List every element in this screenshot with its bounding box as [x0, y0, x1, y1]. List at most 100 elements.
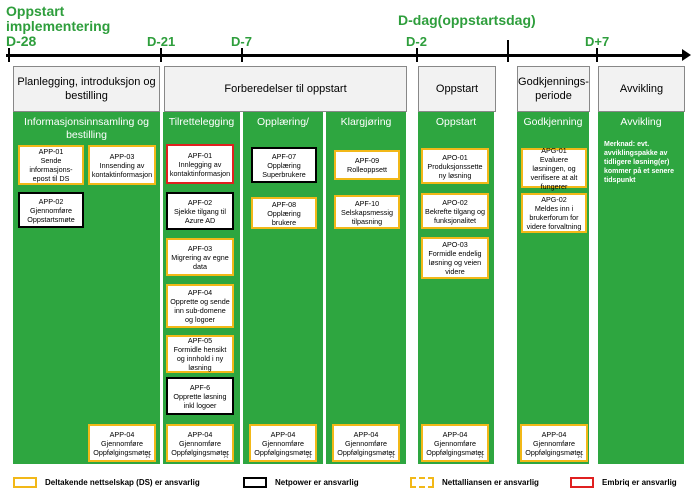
- milestone-d21: D-21: [147, 34, 176, 49]
- card-apf04[interactable]: APF-04 Opprette og sende inn sub-domene …: [166, 284, 234, 328]
- phase-planning: Planlegging, introduksjon og bestilling: [13, 66, 160, 112]
- tick-d28: [8, 48, 10, 62]
- milestone-d7: D-7: [231, 34, 252, 49]
- legend-em-swatch: [570, 477, 594, 488]
- card-app04-oppstart-text: Gjennomføre Oppfølgingsmøter: [426, 438, 484, 457]
- card-app03-text: Innsending av kontaktinformasjon: [91, 160, 153, 179]
- legend-nl-label: Nettalliansen er ansvarlig: [442, 478, 539, 487]
- phase-planning-label: Planlegging, introduksjon og bestilling: [17, 76, 156, 102]
- card-app03[interactable]: APP-03 Innsending av kontaktinformasjon: [88, 145, 156, 185]
- card-apg02[interactable]: APG-02 Meldes inn i brukerforum for vide…: [521, 193, 587, 233]
- card-app02-id: APP-02: [38, 196, 64, 206]
- phase-preparation-label: Forberedelser til oppstart: [224, 83, 347, 95]
- card-app04-godkjenning[interactable]: APP-04 Gjennomføre Oppfølgingsmøter ☆: [520, 424, 588, 462]
- card-app04-klargjoring-text: Gjennomføre Oppfølgingsmøter: [337, 438, 395, 457]
- card-app04-godkjenning-text: Gjennomføre Oppfølgingsmøter: [525, 438, 583, 457]
- timeline-axis: [6, 54, 686, 57]
- card-apf04-text: Opprette og sende inn sub-domene og logo…: [170, 297, 230, 324]
- card-app04-tilrettelegging-text: Gjennomføre Oppfølgingsmøter: [171, 438, 229, 457]
- card-app04-info-id: APP-04: [109, 429, 135, 439]
- legend-ds-label: Deltakende nettselskap (DS) er ansvarlig: [45, 478, 200, 487]
- dday-label: D-dag(oppstartsdag): [398, 12, 536, 28]
- card-apf10-text: Selskapsmessig tilpasning: [341, 207, 393, 226]
- phase-approval-label: Godkjennings-periode: [518, 76, 589, 102]
- column-info-title: Informasjonsinnsamling og bestilling: [24, 116, 149, 141]
- card-apf01-id: APF-01: [187, 150, 213, 160]
- card-app02[interactable]: APP-02 Gjennomføre Oppstartsmøte: [18, 192, 84, 228]
- card-apf09-text: Rolleoppsett: [347, 165, 387, 174]
- column-avvikling: [598, 112, 684, 464]
- start-label-line2: implementering: [6, 18, 111, 34]
- card-app02-text: Gjennomføre Oppstartsmøte: [27, 205, 75, 224]
- start-label-line1: Oppstart: [6, 3, 65, 19]
- milestone-d7plus: D+7: [585, 34, 610, 49]
- card-app04-info[interactable]: APP-04 Gjennomføre Oppfølgingsmøter ☆: [88, 424, 156, 462]
- card-app04-oppstart-id: APP-04: [442, 429, 468, 439]
- column-oppstart-title: Oppstart: [435, 116, 477, 128]
- card-apf6[interactable]: APF-6 Opprette løsning inkl logoer: [166, 377, 234, 415]
- card-apf05-text: Formidle hensikt og innhold i ny løsning: [173, 345, 227, 372]
- phase-decommission: Avvikling: [598, 66, 685, 112]
- start-label-line3: D-28: [6, 33, 37, 49]
- card-apg02-text: Meldes inn i brukerforum for videre forv…: [526, 204, 582, 231]
- card-apg01-text: Evaluere løsningen, og verifisere at alt…: [530, 154, 578, 191]
- card-apf03[interactable]: APF-03 Migrering av egne data: [166, 238, 234, 276]
- card-apf04-id: APF-04: [187, 288, 213, 297]
- tick-d7plus: [596, 48, 598, 62]
- star-icon: ☆: [476, 450, 485, 460]
- card-app04-tilrettelegging-id: APP-04: [187, 429, 213, 439]
- card-apf6-text: Opprette løsning inkl logoer: [173, 391, 227, 410]
- card-apf01[interactable]: APF-01 Innlegging av kontaktinformasjon: [166, 144, 234, 184]
- card-app04-oppstart[interactable]: APP-04 Gjennomføre Oppfølgingsmøter ☆: [421, 424, 489, 462]
- tick-d21: [160, 48, 162, 62]
- note-bold: Merknad: [604, 141, 633, 148]
- column-godkjenning-title: Godkjenning: [523, 116, 583, 128]
- card-apf07-text: Opplæring Superbrukere: [262, 160, 306, 179]
- card-apf08[interactable]: APF-08 Opplæring brukere: [251, 197, 317, 229]
- card-app04-opplaering-text: Gjennomføre Oppfølgingsmøter: [254, 438, 312, 457]
- tick-dday: [507, 40, 509, 62]
- card-apg01[interactable]: APG-01 Evaluere løsningen, og verifisere…: [521, 145, 587, 191]
- card-apf05-id: APF-05: [187, 336, 213, 345]
- card-app04-opplaering-id: APP-04: [270, 429, 296, 439]
- card-app04-klargjoring-id: APP-04: [353, 429, 379, 439]
- card-apf02-id: APF-02: [187, 197, 213, 207]
- card-apo03-text: Formidle endelig løsning og veien videre: [428, 249, 482, 276]
- milestone-d2: D-2: [406, 34, 427, 49]
- card-apf10-id: APF-10: [354, 198, 380, 208]
- card-apf09[interactable]: APF-09 Rolleoppsett: [334, 150, 400, 180]
- card-apf05[interactable]: APF-05 Formidle hensikt og innhold i ny …: [166, 335, 234, 373]
- star-icon: ☆: [143, 450, 152, 460]
- card-app04-tilrettelegging[interactable]: APP-04 Gjennomføre Oppfølgingsmøter ☆: [166, 424, 234, 462]
- card-apf01-text: Innlegging av kontaktinformasjon: [169, 159, 231, 178]
- phase-approval: Godkjennings-periode: [517, 66, 590, 112]
- card-apf08-text: Opplæring brukere: [267, 208, 301, 227]
- timeline-start-label: Oppstart implementering D-28: [6, 4, 110, 49]
- card-apf07[interactable]: APF-07 Opplæring Superbrukere: [251, 147, 317, 183]
- legend-nl-swatch: [410, 477, 434, 488]
- legend-em-label: Embriq er ansvarlig: [602, 478, 677, 487]
- card-apo01[interactable]: APO-01 Produksjonssette ny løsning: [421, 148, 489, 184]
- card-app03-id: APP-03: [109, 151, 135, 161]
- star-icon: ☆: [387, 450, 396, 460]
- card-app04-godkjenning-id: APP-04: [541, 429, 567, 439]
- column-avvikling-title: Avvikling: [620, 116, 662, 128]
- phase-startup: Oppstart: [418, 66, 496, 112]
- legend-ds-swatch: [13, 477, 37, 488]
- card-apg01-id: APG-01: [541, 145, 567, 155]
- card-apf10[interactable]: APF-10 Selskapsmessig tilpasning: [334, 195, 400, 229]
- card-apo03[interactable]: APO-03 Formidle endelig løsning og veien…: [421, 237, 489, 279]
- card-apo01-text: Produksjonssette ny løsning: [427, 161, 483, 180]
- card-app04-opplaering[interactable]: APP-04 Gjennomføre Oppfølgingsmøter ☆: [249, 424, 317, 462]
- card-apo02[interactable]: APO-02 Bekrefte tilgang og funksjonalite…: [421, 193, 489, 229]
- card-apf6-id: APF-6: [189, 382, 211, 392]
- card-app04-info-text: Gjennomføre Oppfølgingsmøter: [93, 438, 151, 457]
- card-apf02[interactable]: APF-02 Sjekke tilgang til Azure AD: [166, 192, 234, 230]
- card-app04-klargjoring[interactable]: APP-04 Gjennomføre Oppfølgingsmøter ☆: [332, 424, 400, 462]
- card-apf07-id: APF-07: [271, 151, 297, 161]
- column-tilrettelegging-title: Tilrettelegging: [168, 116, 235, 128]
- star-icon: ☆: [575, 450, 584, 460]
- phase-startup-label: Oppstart: [435, 83, 479, 95]
- tick-d2: [416, 48, 418, 62]
- card-app01[interactable]: APP-01 Sende informasjons-epost til DS: [18, 145, 84, 185]
